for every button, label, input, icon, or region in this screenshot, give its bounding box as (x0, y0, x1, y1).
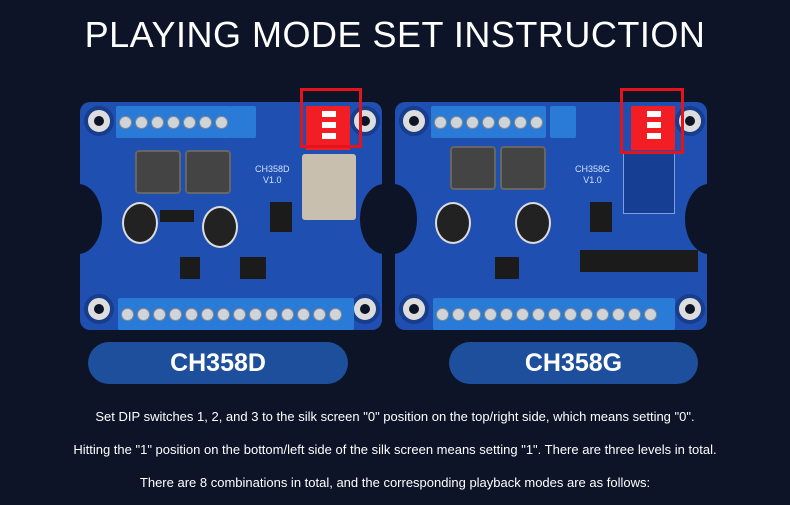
instruction-line-2: Hitting the "1" position on the bottom/l… (73, 442, 717, 457)
terminal-block-top (116, 106, 231, 138)
dip-switch[interactable] (631, 106, 675, 150)
model-label-ch358d: CH358D (88, 342, 348, 384)
terminal-block-bottom (118, 298, 354, 330)
instruction-line-3: There are 8 combinations in total, and t… (139, 475, 651, 490)
dip-switch[interactable] (306, 106, 350, 150)
page-title: PLAYING MODE SET INSTRUCTION (84, 14, 706, 55)
dip-highlight-box (300, 88, 362, 148)
instruction-line-1: Set DIP switches 1, 2, and 3 to the silk… (95, 409, 695, 424)
model-label-ch358g: CH358G (449, 342, 698, 384)
dip-highlight-box (620, 88, 684, 154)
